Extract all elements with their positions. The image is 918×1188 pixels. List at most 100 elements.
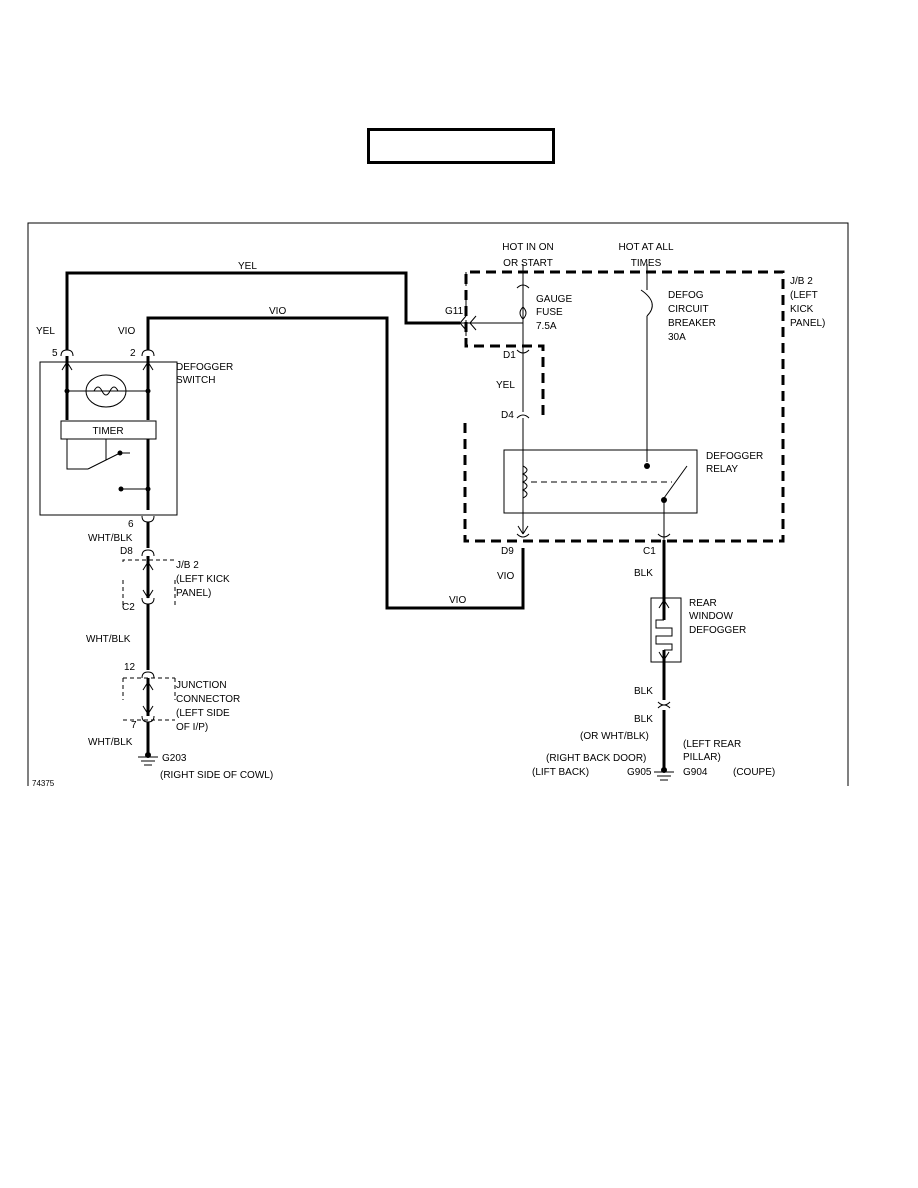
connector-d8-label: D8 xyxy=(120,546,133,557)
connector-5-label: 5 xyxy=(52,348,58,359)
defogger-relay-label-1: DEFOGGER xyxy=(706,451,763,462)
arrow-icon xyxy=(658,651,670,661)
connector-2-label: 2 xyxy=(130,348,136,359)
indicator-lamp-icon xyxy=(85,374,127,408)
arrow-icon xyxy=(142,561,154,571)
gauge-fuse-label-3: 7.5A xyxy=(536,321,557,332)
wire-label-or-wht-blk: (OR WHT/BLK) xyxy=(580,731,649,742)
figure-id: 74375 xyxy=(32,779,55,788)
arrow-icon xyxy=(658,599,670,609)
wire-label-blk-3: BLK xyxy=(634,714,653,725)
connector-d4-icon xyxy=(516,414,530,419)
rear-defogger-label-1: REAR xyxy=(689,598,717,609)
connector-g11-label: G11 xyxy=(445,306,464,317)
connector-g11-icon xyxy=(459,315,467,331)
left-rear-label-1: (LEFT REAR xyxy=(683,739,741,750)
connector-2-icon xyxy=(141,349,155,357)
gauge-fuse-label-2: FUSE xyxy=(536,307,563,318)
breaker-icon xyxy=(640,289,653,317)
title-box xyxy=(367,128,555,164)
timer-wire xyxy=(66,439,88,470)
wire-label-blk-1: BLK xyxy=(634,568,653,579)
jb2-label-2: (LEFT xyxy=(790,290,818,301)
splice-connector-icon xyxy=(657,701,671,706)
gauge-fuse-icon xyxy=(519,306,527,320)
vio-wire xyxy=(146,316,525,610)
wire-label-blk-2: BLK xyxy=(634,686,653,697)
wire-label-wht-blk-3: WHT/BLK xyxy=(88,737,133,748)
timer-box xyxy=(60,420,157,440)
jb2-label-1: J/B 2 xyxy=(790,276,813,287)
arrow-icon xyxy=(142,705,154,715)
wire-label-wht-blk-1: WHT/BLK xyxy=(88,533,133,544)
arrow-icon xyxy=(61,361,73,371)
ground-g203-label: G203 xyxy=(162,753,187,764)
breaker-label-4: 30A xyxy=(668,332,686,343)
defogger-switch-box xyxy=(39,361,178,516)
connector-6-icon xyxy=(141,515,155,523)
connector-7-label: 7 xyxy=(131,720,137,731)
defogger-relay-label-2: RELAY xyxy=(706,464,738,475)
junction-connector-label-3: (LEFT SIDE xyxy=(176,708,230,719)
ground-g904-label: G904 xyxy=(683,767,708,778)
wire-label-vio-right: VIO xyxy=(497,571,514,582)
ground-g905-label: G905 xyxy=(627,767,652,778)
junction-connector-label-2: CONNECTOR xyxy=(176,694,240,705)
connector-d9-icon xyxy=(516,533,530,538)
diagram-frame xyxy=(27,222,849,786)
breaker-label-3: BREAKER xyxy=(668,318,716,329)
timer-link xyxy=(105,439,130,460)
left-rear-label-2: PILLAR) xyxy=(683,752,721,763)
defogger-switch-label-2: SWITCH xyxy=(176,375,215,386)
connector-c1-label: C1 xyxy=(643,546,656,557)
jb2-left-label-1: J/B 2 xyxy=(176,560,199,571)
jb2-left-label-3: PANEL) xyxy=(176,588,211,599)
connector-d8-icon xyxy=(141,549,155,557)
connector-5-icon xyxy=(60,349,74,357)
junction-connector-label-4: OF I/P) xyxy=(176,722,208,733)
arrow-icon xyxy=(469,315,477,331)
wire-label-yel-top: YEL xyxy=(238,261,257,272)
relay-contact-icon xyxy=(663,465,688,499)
ground-g203-icon xyxy=(138,756,158,766)
connector-d9-label: D9 xyxy=(501,546,514,557)
connector-c2-label: C2 xyxy=(122,602,135,613)
switch-contact-icon xyxy=(87,453,119,470)
jb2-label-4: PANEL) xyxy=(790,318,825,329)
lamp-filament-icon xyxy=(93,386,119,396)
connector-12-label: 12 xyxy=(124,662,136,673)
wire-label-yel-mid: YEL xyxy=(496,380,515,391)
breaker-label-1: DEFOG xyxy=(668,290,704,301)
hot-at-all-label-2: TIMES xyxy=(631,258,662,269)
wire-label-vio-left: VIO xyxy=(118,326,135,337)
connector-d1-label: D1 xyxy=(503,350,516,361)
timer-label: TIMER xyxy=(92,426,123,437)
yel-wire-top xyxy=(65,271,460,350)
rear-defogger-box xyxy=(650,597,682,663)
lift-back-label: (LIFT BACK) xyxy=(532,767,589,778)
arrow-icon xyxy=(142,589,154,599)
connector-12-icon xyxy=(141,671,155,679)
connector-6-label: 6 xyxy=(128,519,134,530)
jb2-left-dashed xyxy=(122,559,176,605)
right-back-door-label: (RIGHT BACK DOOR) xyxy=(546,753,646,764)
wire-label-wht-blk-2: WHT/BLK xyxy=(86,634,131,645)
defogger-switch-label-1: DEFOGGER xyxy=(176,362,233,373)
hot-at-all-label-1: HOT AT ALL xyxy=(618,242,673,253)
coupe-label: (COUPE) xyxy=(733,767,775,778)
jb2-box xyxy=(463,270,785,543)
defogger-relay-box xyxy=(503,449,698,514)
arrow-icon xyxy=(142,681,154,691)
connector-7-icon xyxy=(141,715,155,723)
wire-label-vio-bottom: VIO xyxy=(449,595,466,606)
arrow-icon xyxy=(142,361,154,371)
hot-in-on-label-2: OR START xyxy=(503,258,553,269)
rear-defogger-label-3: DEFOGGER xyxy=(689,625,746,636)
wire-label-vio-top: VIO xyxy=(269,306,286,317)
fuse-top-icon xyxy=(516,284,530,289)
rear-defogger-label-2: WINDOW xyxy=(689,611,733,622)
connector-c2-icon xyxy=(141,597,155,605)
wire-label-yel-left: YEL xyxy=(36,326,55,337)
connector-c1-icon xyxy=(657,533,671,538)
